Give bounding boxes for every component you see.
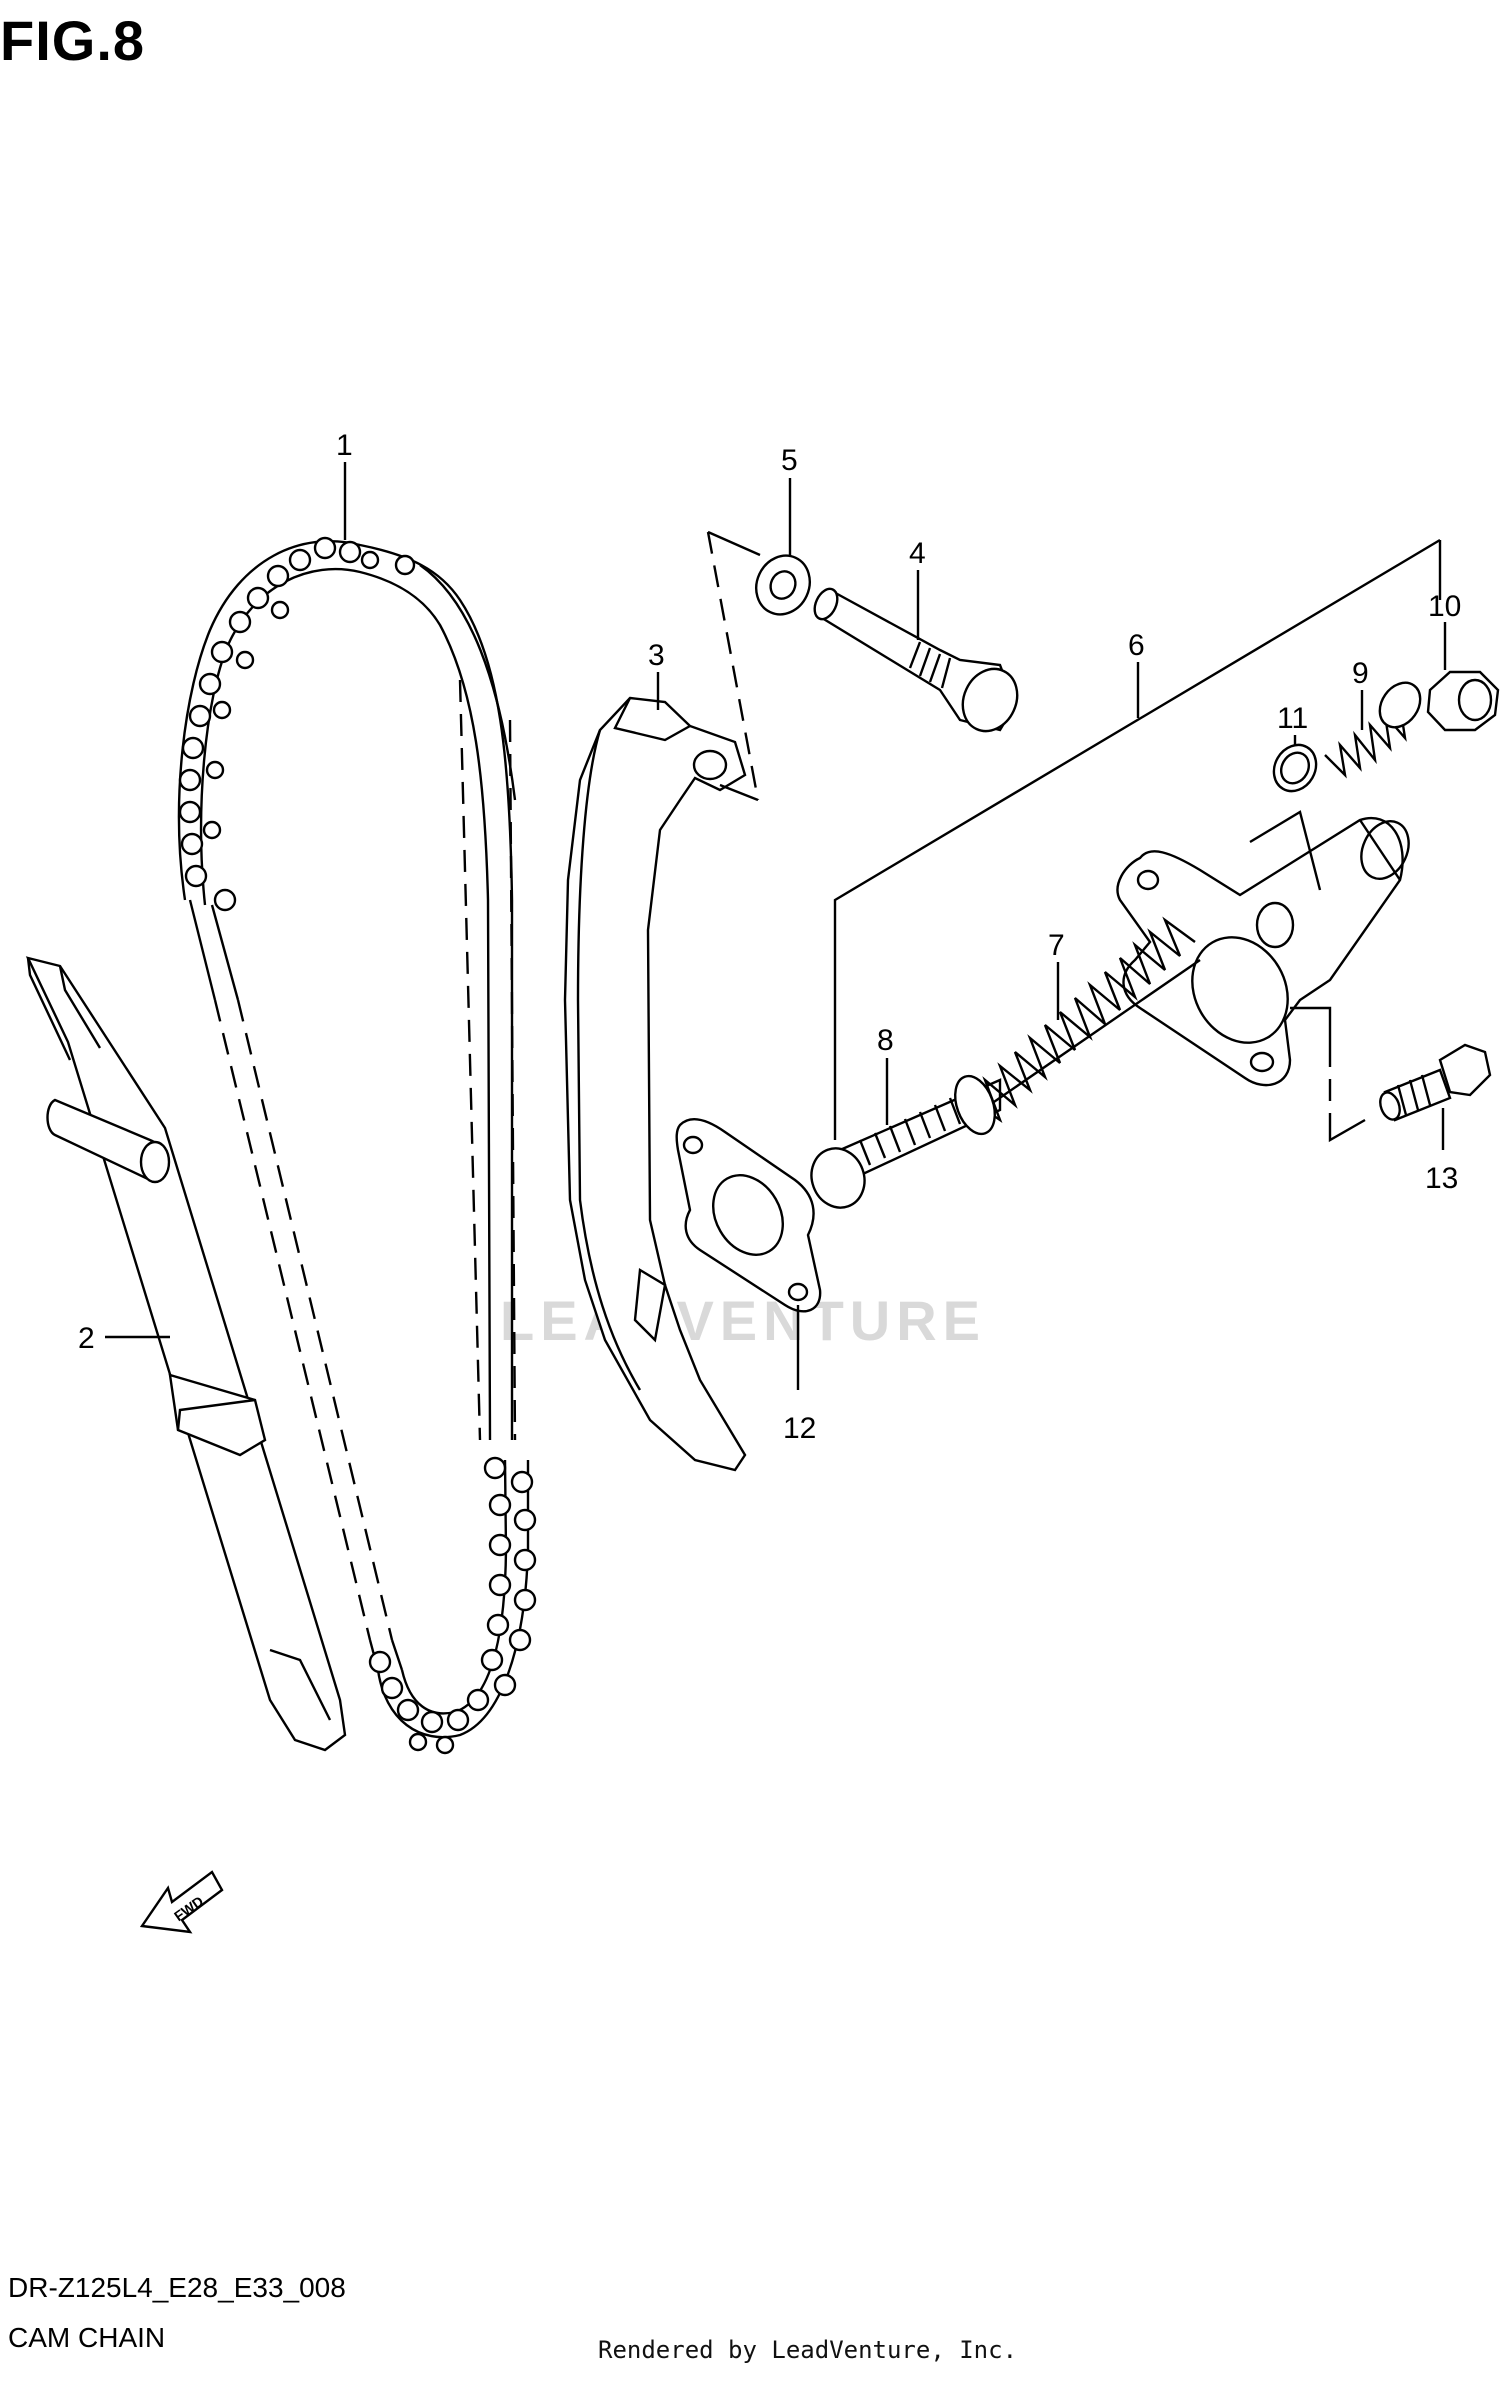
small-spring[interactable] [1324,675,1429,779]
model-code: DR-Z125L4_E28_E33_008 [8,2272,346,2303]
callout-13[interactable]: 13 [1425,1162,1458,1195]
callout-8[interactable]: 8 [877,1024,894,1057]
o-ring[interactable] [1266,737,1325,799]
chain-links-lower [368,1456,537,1755]
small-bolt[interactable] [1377,1043,1492,1122]
assembly-bracket [833,538,1441,1140]
chain-links-upper [178,536,416,912]
tensioner-spring[interactable] [969,916,1201,1124]
figure-title: FIG.8 [0,9,146,72]
cap-nut[interactable] [1426,670,1500,732]
callout-12[interactable]: 12 [783,1412,816,1445]
callout-1[interactable]: 1 [336,429,353,462]
bolt-bracket-top [1290,1006,1332,1045]
bolt-bracket-bottom [1328,1118,1366,1143]
bolt[interactable] [810,585,1027,740]
watermark-text: LEADVENTURE [500,1289,986,1352]
callout-4[interactable]: 4 [909,537,926,570]
callout-7[interactable]: 7 [1048,929,1065,962]
callout-3[interactable]: 3 [648,639,665,672]
tensioner-body[interactable] [1116,814,1418,1087]
callout-2[interactable]: 2 [78,1322,95,1355]
gasket[interactable] [675,1117,822,1313]
cam-chain[interactable] [177,536,537,1755]
chain-tensioner-guide[interactable] [563,696,747,1472]
fwd-arrow-icon: FWD [139,1870,224,1934]
push-rod[interactable] [803,1071,1002,1215]
rendered-by: Rendered by LeadVenture, Inc. [598,2336,1018,2364]
callout-11[interactable]: 11 [1277,702,1308,735]
callout-10[interactable]: 10 [1428,590,1461,623]
figure-caption: CAM CHAIN [8,2322,166,2353]
washer[interactable] [747,547,819,623]
callout-6[interactable]: 6 [1128,629,1145,662]
callout-5[interactable]: 5 [781,444,798,477]
cam-chain-guide[interactable] [25,956,347,1752]
callout-9[interactable]: 9 [1352,657,1369,690]
